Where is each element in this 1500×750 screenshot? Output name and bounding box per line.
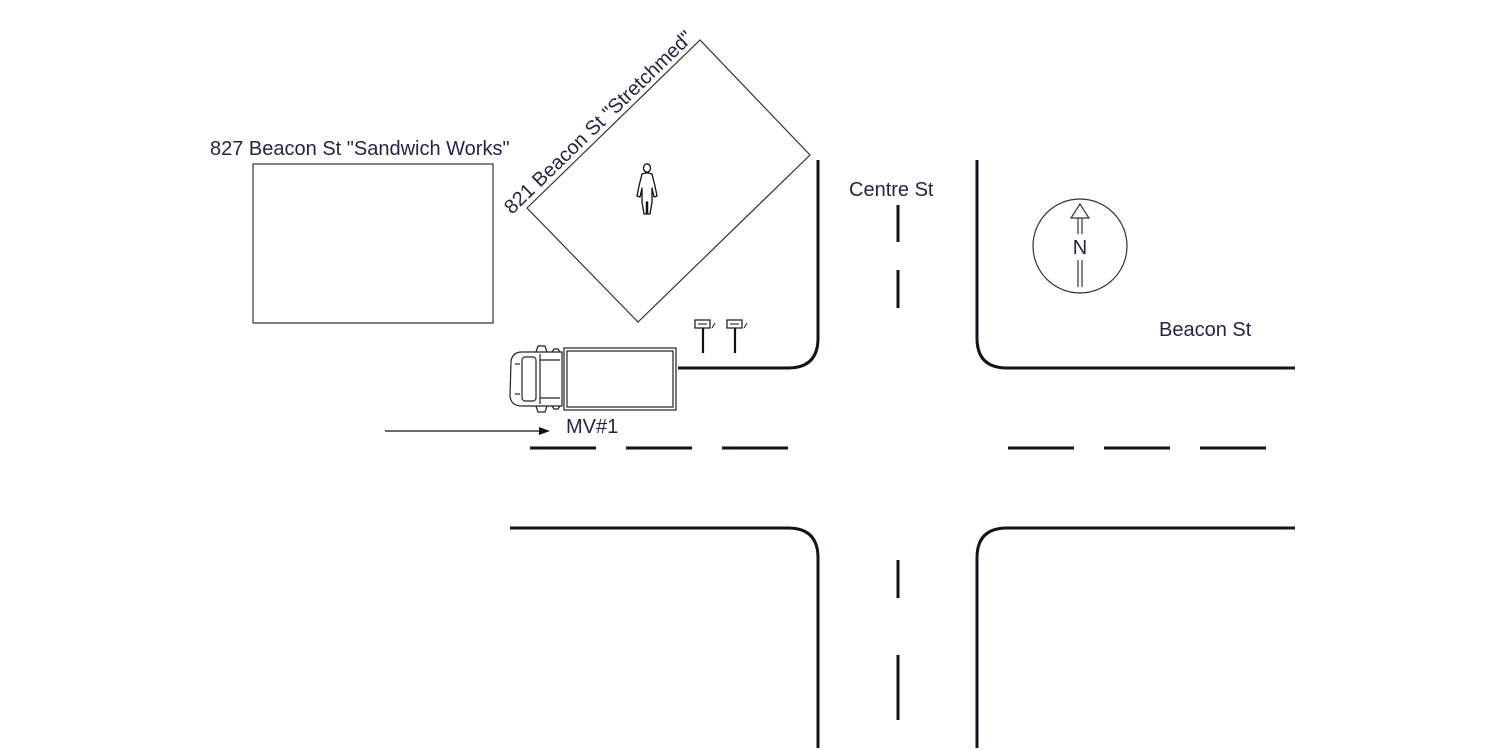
north-label: N: [1073, 237, 1087, 259]
parking-sign-icon: [694, 319, 716, 353]
curbs: [510, 160, 1295, 748]
building-821-outline: [526, 39, 811, 323]
beacon-st-label: Beacon St: [1159, 319, 1252, 341]
parking-sign-icon: [726, 319, 748, 353]
curb-southwest: [510, 526, 820, 748]
building-827-outline: [252, 163, 494, 324]
lane-markings: [530, 205, 1266, 720]
curb-northeast: [975, 160, 1295, 370]
curb-northwest: [678, 160, 820, 370]
box-truck-icon: [509, 345, 677, 413]
vehicle-label: MV#1: [566, 416, 618, 438]
truck-cab: [509, 351, 563, 407]
truck-cargo-box: [563, 347, 677, 411]
right-arrow-icon: [385, 427, 550, 435]
curb-southeast: [975, 526, 1295, 748]
building-827-label: 827 Beacon St "Sandwich Works": [210, 138, 510, 160]
building-821-label: 821 Beacon St "Stretchmed": [500, 27, 697, 219]
pedestrian-icon: [636, 163, 658, 215]
centre-st-label: Centre St: [849, 179, 934, 201]
north-arrow-icon: [1032, 198, 1128, 294]
